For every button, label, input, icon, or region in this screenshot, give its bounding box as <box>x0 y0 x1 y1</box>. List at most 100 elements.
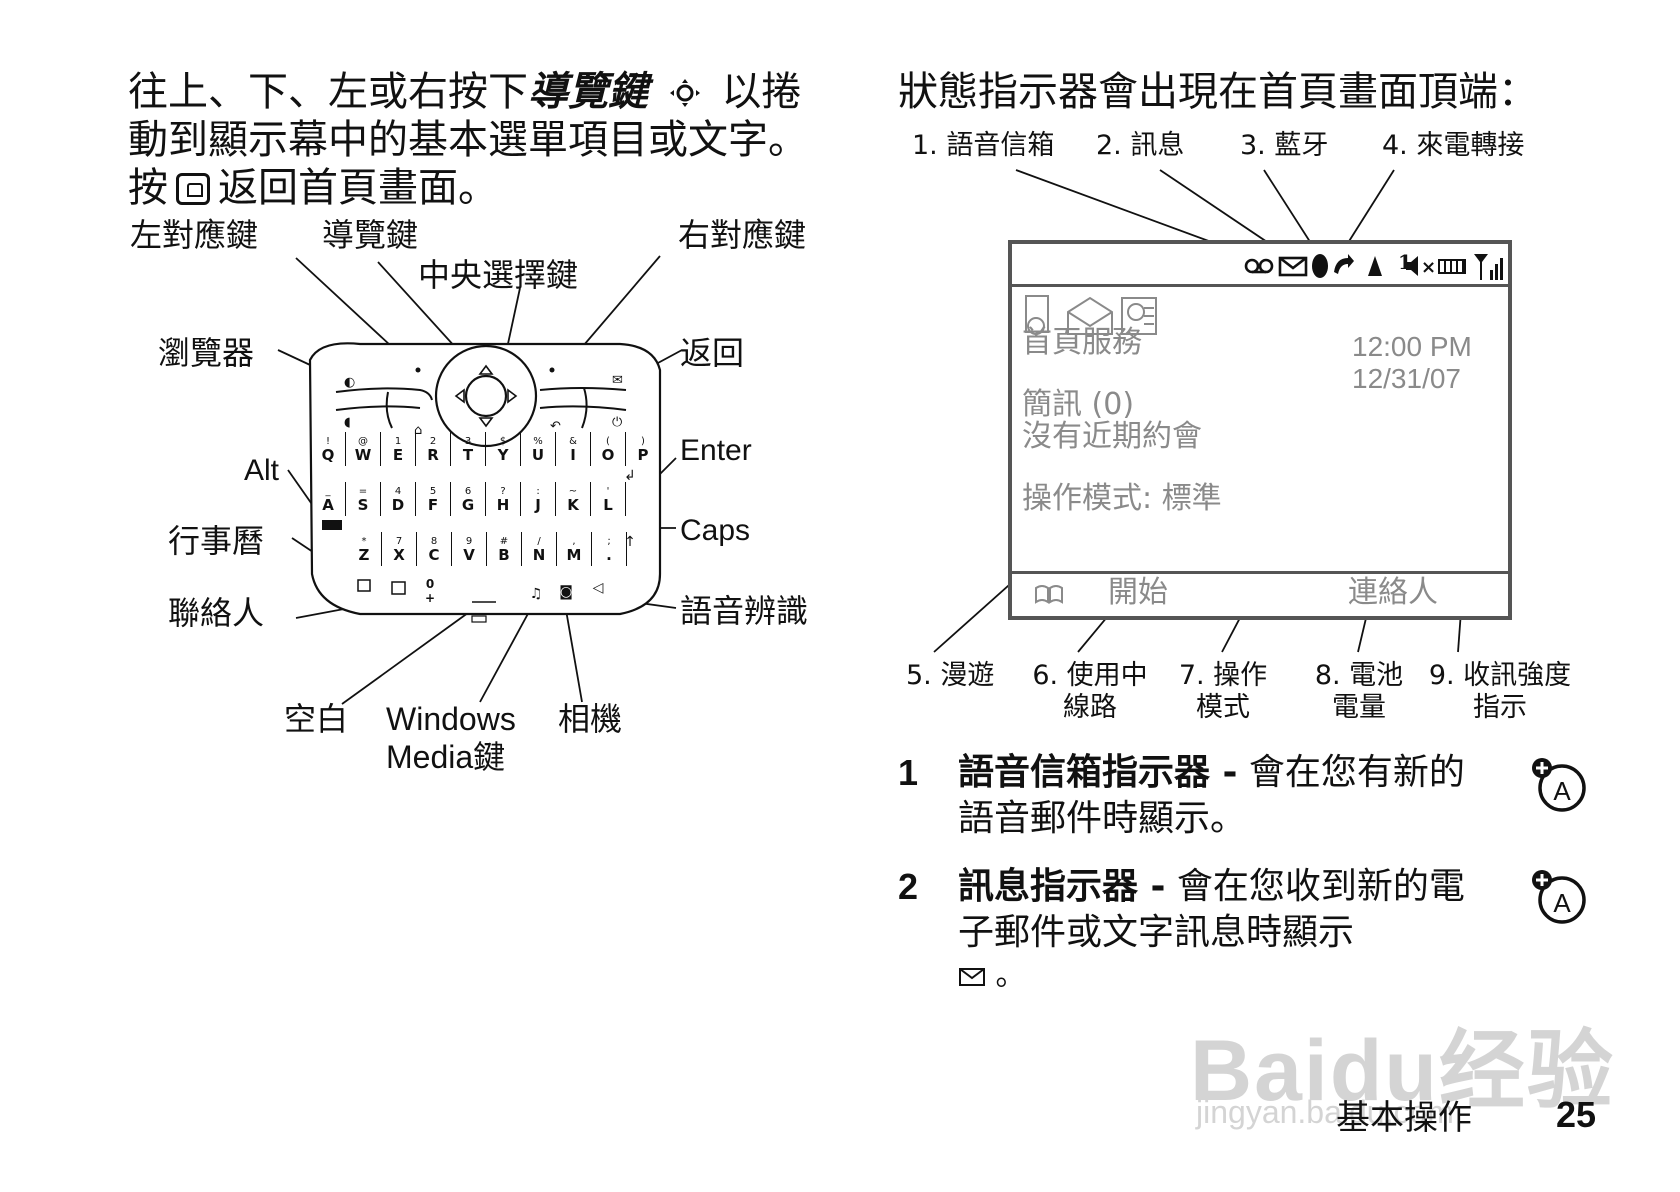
operation-mode-text: 操作模式: 標準 <box>1022 481 1222 516</box>
svg-text:↲: ↲ <box>624 468 636 484</box>
key-s[interactable]: S <box>358 496 369 514</box>
key-zero-plus[interactable]: 0 <box>426 577 434 591</box>
key-y[interactable]: Y <box>497 446 510 464</box>
label-center-select-key: 中央選擇鍵 <box>418 256 579 294</box>
key-c[interactable]: C <box>428 546 439 564</box>
key-symbol: @ <box>358 436 368 447</box>
key-z[interactable]: Z <box>359 546 370 564</box>
key-t[interactable]: T <box>463 446 474 464</box>
svg-text:◙: ◙ <box>559 584 573 600</box>
key-j[interactable]: J <box>534 496 541 514</box>
key-symbol: _ <box>325 486 332 497</box>
svg-text:⏻: ⏻ <box>612 415 622 430</box>
label-enter-key: Enter <box>680 434 752 467</box>
key-g[interactable]: G <box>462 496 474 514</box>
key-zero-plus[interactable]: + <box>425 591 435 605</box>
keyboard-diagram: ◐ ◖ ⌂ ↶ ⏻ ✉ Q!W@E1R2T3Y$U%I&O(P)A_S=D4F5… <box>277 255 683 705</box>
key-i[interactable]: I <box>570 446 576 464</box>
svg-text:◖: ◖ <box>344 415 351 430</box>
key-symbol: 4 <box>395 486 401 497</box>
label-left-soft-key: 左對應鍵 <box>130 216 259 254</box>
key-symbol: 3 <box>465 436 471 447</box>
label-right-soft-key: 右對應鍵 <box>678 216 807 254</box>
indicator-label-battery: 8. 電池 電量 <box>1314 660 1404 723</box>
label-windows-media-key: Windows Media鍵 <box>386 701 516 775</box>
indicator-label-call-forward: 4. 來電轉接 <box>1382 130 1525 161</box>
indicator-label-signal: 9. 收訊強度 指示 <box>1428 660 1572 723</box>
no-appointments-text: 沒有近期約會 <box>1022 419 1202 454</box>
key-symbol: ! <box>326 436 330 447</box>
key-symbol: ( <box>606 436 610 447</box>
network-feature-icon: A <box>1532 758 1586 812</box>
intro-line-3: 按返回首頁畫面。 <box>128 165 498 211</box>
key-symbol: 8 <box>431 536 437 547</box>
label-caps-key: Caps <box>680 514 751 547</box>
key-a[interactable]: A <box>322 496 334 514</box>
key-r[interactable]: R <box>427 446 439 464</box>
key-symbol: % <box>533 436 543 447</box>
svg-text:A: A <box>1553 776 1571 806</box>
label-calendar-key: 行事曆 <box>168 522 265 560</box>
watermark-logo: Baidu经验 <box>1190 1021 1615 1121</box>
soft-key-bar: 開始 連絡人 <box>1012 571 1508 616</box>
key-b[interactable]: B <box>498 546 509 564</box>
label-alt-key: Alt <box>244 454 280 487</box>
center-select-key <box>464 374 508 418</box>
key-symbol: : <box>536 486 539 497</box>
call-forward-icon <box>1334 254 1354 274</box>
label-nav-key: 導覽鍵 <box>322 216 419 254</box>
label-back-key: 返回 <box>680 334 745 372</box>
indicator-label-voicemail: 1. 語音信箱 <box>912 130 1055 161</box>
phone-home-screen: × 1 首頁服務 12:00 PM 12/31/07 簡訊 (0) 沒有近期約會… <box>1008 240 1512 620</box>
label-browser-key: 瀏覽器 <box>158 334 255 372</box>
soft-key-contacts[interactable]: 連絡人 <box>1348 575 1438 610</box>
key-symbol: 6 <box>465 486 471 497</box>
key-o[interactable]: O <box>602 446 615 464</box>
key-f[interactable]: F <box>428 496 438 514</box>
key-x[interactable]: X <box>393 546 405 564</box>
key-e[interactable]: E <box>393 446 403 464</box>
nav-key-term: 導覽鍵 <box>528 69 648 115</box>
key-h[interactable]: H <box>497 496 510 514</box>
sms-count-text: 簡訊 (0) <box>1022 387 1135 422</box>
key-symbol: 5 <box>430 486 436 497</box>
key-w[interactable]: W <box>355 446 372 464</box>
message-icon <box>1278 256 1308 277</box>
key-grid: Q!W@E1R2T3Y$U%I&O(P)A_S=D4F5G6H?J:K~L'Z*… <box>322 432 661 605</box>
svg-text:♫: ♫ <box>530 586 543 602</box>
key-period[interactable]: . <box>606 546 612 564</box>
key-d[interactable]: D <box>392 496 404 514</box>
svg-text:✉: ✉ <box>612 373 623 388</box>
key-n[interactable]: N <box>533 546 546 564</box>
windows-start-icon <box>1035 585 1063 604</box>
indicator-label-message: 2. 訊息 <box>1096 130 1185 161</box>
key-symbol: , <box>572 536 575 547</box>
watermark-url: jingyan.baidu.com <box>1196 1094 1454 1130</box>
status-icons: × <box>1244 254 1503 280</box>
indicator-label-active-line: 6. 使用中 線路 <box>1032 660 1148 723</box>
svg-text:↶: ↶ <box>550 419 561 434</box>
key-symbol: * <box>362 536 367 547</box>
key-symbol: 7 <box>396 536 402 547</box>
status-bar: × 1 <box>1012 244 1508 287</box>
svg-text:×: × <box>1421 257 1436 278</box>
signal-strength-icon <box>1474 254 1488 280</box>
active-line-indicator: 1 <box>1398 250 1412 274</box>
key-symbol: ? <box>500 486 505 497</box>
label-space-key: 空白 <box>284 700 349 738</box>
key-k[interactable]: K <box>567 496 580 514</box>
page-number: 25 <box>1556 1094 1597 1135</box>
key-p[interactable]: P <box>638 446 649 464</box>
soft-key-start[interactable]: 開始 <box>1108 575 1168 610</box>
key-u[interactable]: U <box>532 446 544 464</box>
intro-paragraph: 往上、下、左或右按下導覽鍵 以捲 動到顯示幕中的基本選單項目或文字。 按返回首頁… <box>128 68 828 212</box>
key-m[interactable]: M <box>567 546 582 564</box>
key-v[interactable]: V <box>463 546 475 564</box>
voicemail-icon <box>1244 258 1260 274</box>
label-voice-recognition-key: 語音辨識 <box>680 592 809 630</box>
intro-line-2: 動到顯示幕中的基本選單項目或文字。 <box>128 117 808 163</box>
home-shortcut-icons <box>1025 295 1157 335</box>
key-q[interactable]: Q <box>322 446 335 464</box>
key-l[interactable]: L <box>603 496 613 514</box>
key-symbol: # <box>500 536 508 547</box>
